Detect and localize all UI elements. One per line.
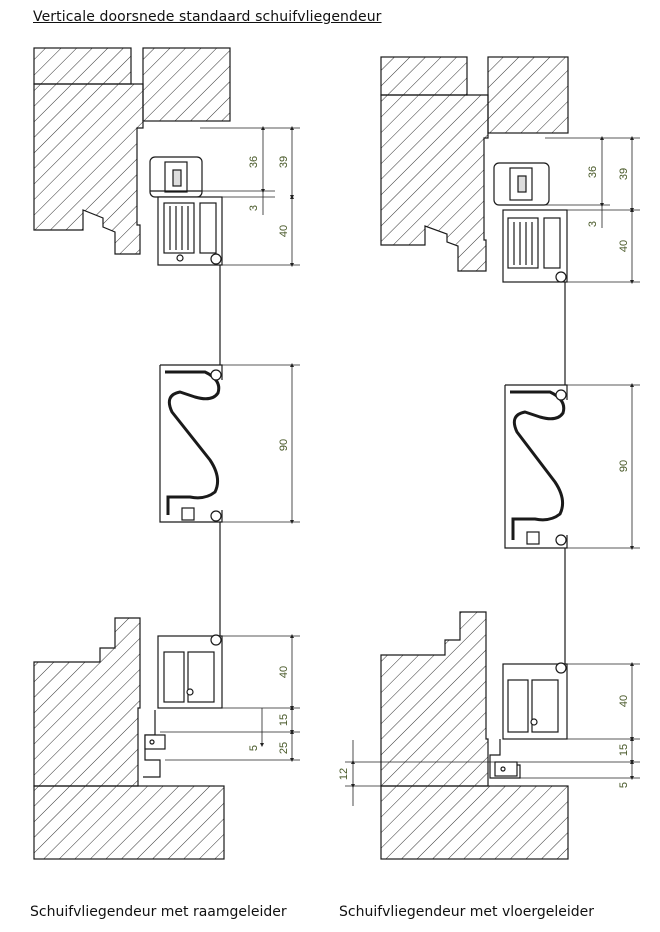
right-floor-block xyxy=(380,785,569,860)
left-dim-39: 39 xyxy=(278,156,290,168)
right-section xyxy=(345,56,640,860)
right-dim-39: 39 xyxy=(618,168,630,180)
right-middle-s-profile xyxy=(504,384,568,549)
caption-right: Schuifvliegendeur met vloergeleider xyxy=(339,904,594,920)
left-top-rail xyxy=(149,156,203,198)
right-upper-frame xyxy=(380,94,489,272)
right-dim-3: 3 xyxy=(587,221,599,227)
right-dimension-labels: 36 39 3 40 90 40 15 5 12 xyxy=(338,166,630,788)
right-top-block-2 xyxy=(487,56,569,134)
right-dim-36: 36 xyxy=(587,166,599,178)
right-dim-40-bottom: 40 xyxy=(618,695,630,707)
left-dim-40-top: 40 xyxy=(278,225,290,237)
right-sill xyxy=(380,611,489,787)
left-dim-3: 3 xyxy=(248,205,260,211)
right-dim-12: 12 xyxy=(338,768,350,780)
left-dim-36: 36 xyxy=(248,156,260,168)
left-middle-s-profile xyxy=(159,364,223,523)
right-dim-90: 90 xyxy=(618,460,630,472)
left-dimension-labels: 36 39 3 40 90 40 15 5 25 xyxy=(248,156,290,754)
left-bottom-door-profile xyxy=(157,634,223,709)
left-top-block-1 xyxy=(33,47,132,85)
drawing-title: Verticale doorsnede standaard schuifvlie… xyxy=(33,9,382,25)
left-bottom-guide xyxy=(143,710,166,778)
right-top-door-profile xyxy=(502,209,568,283)
left-top-door-profile xyxy=(157,196,223,266)
right-dim-40-top: 40 xyxy=(618,240,630,252)
right-dim-15: 15 xyxy=(618,744,630,756)
right-floor-guide xyxy=(489,739,521,779)
left-top-block-2 xyxy=(142,47,231,122)
caption-left: Schuifvliegendeur met raamgeleider xyxy=(30,904,287,920)
left-dim-5: 5 xyxy=(248,745,260,751)
right-dim-5: 5 xyxy=(618,782,630,788)
right-dimension-lines xyxy=(345,136,640,806)
left-sill xyxy=(33,617,141,787)
left-section xyxy=(33,47,300,860)
left-dim-15: 15 xyxy=(278,714,290,726)
left-dim-90: 90 xyxy=(278,439,290,451)
left-dimension-lines xyxy=(160,126,300,762)
right-top-block-1 xyxy=(380,56,468,96)
left-dim-25: 25 xyxy=(278,742,290,754)
left-floor-block xyxy=(33,785,225,860)
right-bottom-door-profile xyxy=(502,662,568,740)
right-top-rail xyxy=(493,162,550,206)
left-upper-frame xyxy=(33,83,144,255)
left-dim-40-bottom: 40 xyxy=(278,666,290,678)
